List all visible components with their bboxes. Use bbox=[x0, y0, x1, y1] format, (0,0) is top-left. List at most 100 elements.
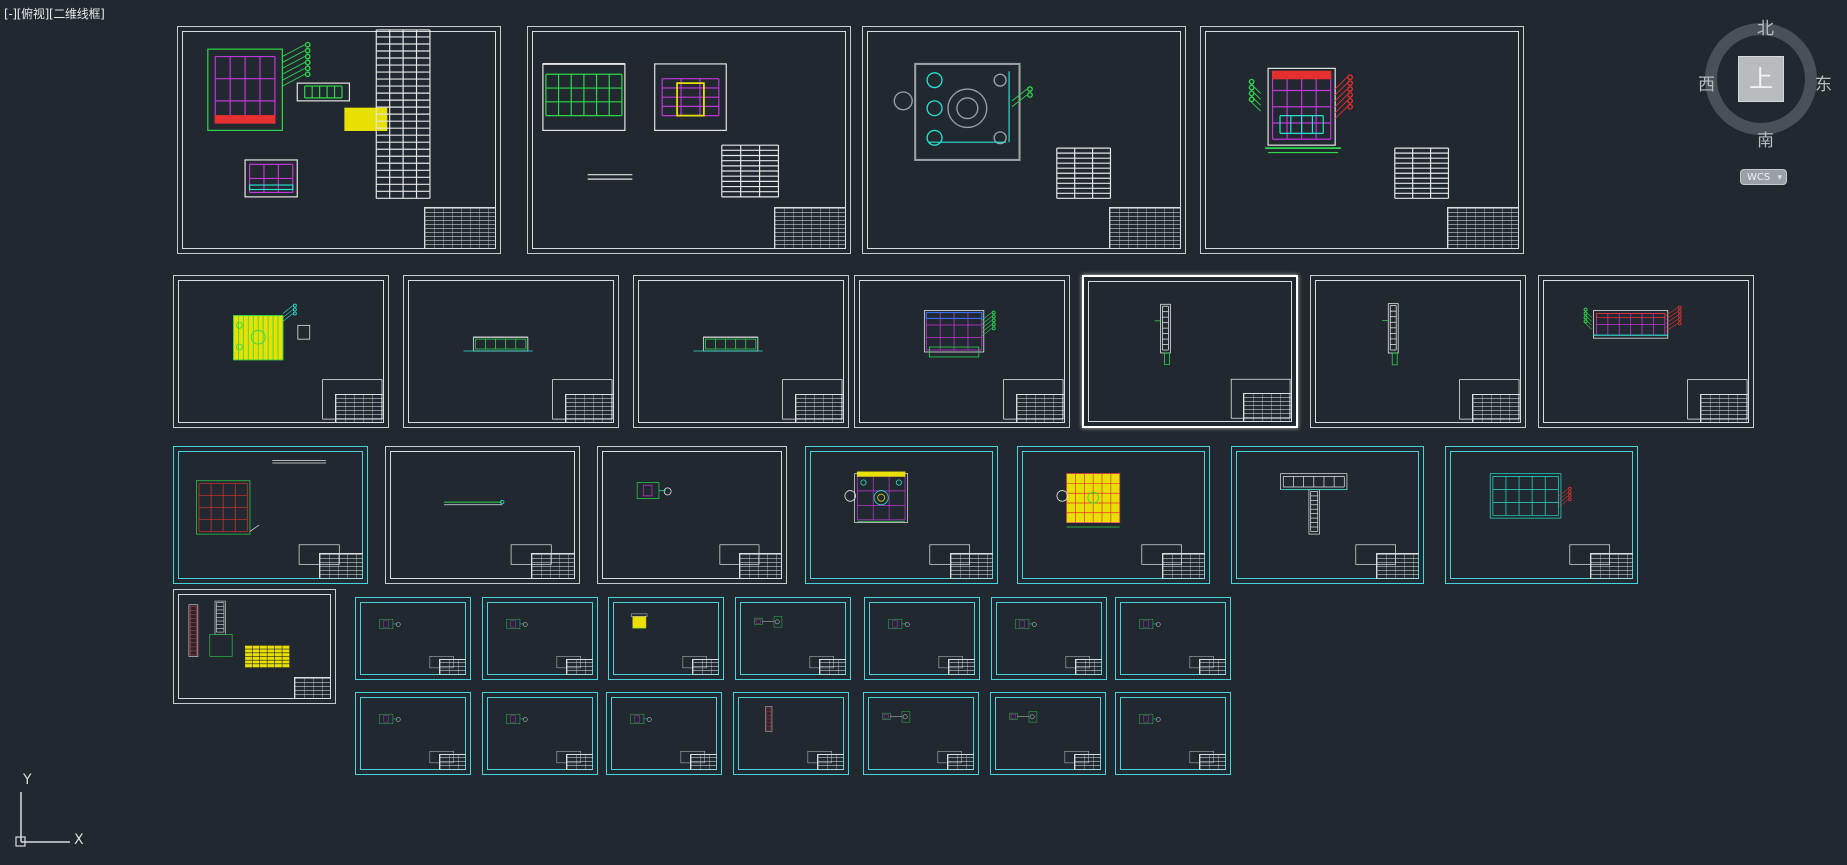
drawing-sheet-11[interactable] bbox=[1538, 275, 1754, 428]
drawing-sheet-14[interactable] bbox=[597, 446, 787, 584]
sheet-frame bbox=[1120, 602, 1226, 675]
drawing-sheet-22[interactable] bbox=[608, 597, 724, 680]
sheet-frame bbox=[810, 451, 993, 579]
sheet-frame bbox=[487, 602, 593, 675]
sheet-title-block bbox=[1447, 207, 1519, 249]
sheet-frame bbox=[1543, 280, 1749, 423]
drawing-sheet-4[interactable] bbox=[1200, 26, 1524, 254]
drawing-sheet-7[interactable] bbox=[633, 275, 849, 428]
drawing-sheet-28[interactable] bbox=[482, 692, 598, 775]
sheet-frame bbox=[390, 451, 575, 579]
sheet-title-block bbox=[795, 394, 844, 423]
sheet-frame bbox=[868, 697, 974, 770]
sheet-title-block bbox=[565, 394, 614, 423]
sheet-frame bbox=[602, 451, 782, 579]
sheet-frame bbox=[867, 31, 1181, 249]
sheet-title-block bbox=[319, 553, 363, 579]
sheet-frame bbox=[1315, 280, 1521, 423]
sheet-title-block bbox=[1472, 394, 1521, 423]
sheet-title-block bbox=[1016, 394, 1065, 423]
sheet-drawing-content bbox=[1539, 276, 1753, 427]
drawing-sheet-9[interactable] bbox=[1082, 275, 1298, 428]
ucs-icon: Y X bbox=[14, 772, 94, 850]
sheet-frame bbox=[182, 31, 496, 249]
sheet-frame bbox=[532, 31, 846, 249]
sheet-title-block bbox=[294, 677, 331, 699]
sheet-frame bbox=[1205, 31, 1519, 249]
drawing-sheet-6[interactable] bbox=[403, 275, 619, 428]
sheet-title-block bbox=[1700, 394, 1749, 423]
drawing-sheet-8[interactable] bbox=[854, 275, 1070, 428]
compass-north[interactable]: 北 bbox=[1757, 19, 1774, 39]
sheet-drawing-content bbox=[1446, 447, 1637, 583]
sheet-title-block bbox=[566, 659, 593, 675]
sheet-frame bbox=[178, 280, 384, 423]
drawing-sheet-5[interactable] bbox=[173, 275, 389, 428]
view-cube[interactable]: 上 北 南 东 西 bbox=[1698, 18, 1832, 158]
drawing-sheet-33[interactable] bbox=[1115, 692, 1231, 775]
drawing-sheet-12[interactable] bbox=[173, 446, 368, 584]
sheet-title-block bbox=[1590, 553, 1633, 579]
drawing-sheet-24[interactable] bbox=[864, 597, 980, 680]
drawing-sheet-2[interactable] bbox=[527, 26, 851, 254]
sheet-frame bbox=[178, 451, 363, 579]
sheet-frame bbox=[360, 602, 466, 675]
sheet-title-block bbox=[1075, 659, 1102, 675]
drawing-sheet-26[interactable] bbox=[1115, 597, 1231, 680]
sheet-title-block bbox=[439, 659, 466, 675]
sheet-frame bbox=[1120, 697, 1226, 770]
drawing-sheet-10[interactable] bbox=[1310, 275, 1526, 428]
drawing-sheet-15[interactable] bbox=[805, 446, 998, 584]
sheet-frame bbox=[611, 697, 717, 770]
sheet-drawing-content bbox=[528, 27, 850, 253]
drawing-sheet-18[interactable] bbox=[1445, 446, 1638, 584]
drawing-sheet-20[interactable] bbox=[355, 597, 471, 680]
sheet-title-block bbox=[1376, 553, 1419, 579]
sheet-title-block bbox=[950, 553, 993, 579]
sheet-title-block bbox=[335, 394, 384, 423]
sheet-frame bbox=[995, 697, 1101, 770]
sheet-title-block bbox=[774, 207, 846, 249]
sheet-title-block bbox=[531, 553, 575, 579]
sheet-title-block bbox=[690, 754, 717, 770]
drawing-sheet-30[interactable] bbox=[733, 692, 849, 775]
drawing-sheet-29[interactable] bbox=[606, 692, 722, 775]
drawing-sheet-3[interactable] bbox=[862, 26, 1186, 254]
sheet-title-block bbox=[439, 754, 466, 770]
compass-west[interactable]: 西 bbox=[1698, 75, 1715, 95]
drawing-sheet-13[interactable] bbox=[385, 446, 580, 584]
drawing-sheet-32[interactable] bbox=[990, 692, 1106, 775]
drawing-sheet-25[interactable] bbox=[991, 597, 1107, 680]
sheet-drawing-content bbox=[1201, 27, 1523, 253]
sheet-title-block bbox=[739, 553, 782, 579]
sheet-title-block bbox=[819, 659, 846, 675]
view-cube-top-face[interactable]: 上 bbox=[1738, 56, 1784, 102]
sheet-frame bbox=[1088, 281, 1292, 422]
compass-south[interactable]: 南 bbox=[1757, 131, 1774, 151]
chevron-down-icon: ▾ bbox=[1777, 173, 1782, 183]
sheet-frame bbox=[859, 280, 1065, 423]
drawing-sheet-21[interactable] bbox=[482, 597, 598, 680]
drawing-sheet-1[interactable] bbox=[177, 26, 501, 254]
drawing-sheet-31[interactable] bbox=[863, 692, 979, 775]
drawing-sheet-23[interactable] bbox=[735, 597, 851, 680]
drawing-sheet-19[interactable] bbox=[173, 589, 336, 704]
sheet-drawing-content bbox=[178, 27, 500, 253]
drawing-sheet-16[interactable] bbox=[1017, 446, 1210, 584]
drawing-sheet-17[interactable] bbox=[1231, 446, 1424, 584]
ucs-x-label: X bbox=[74, 832, 84, 848]
sheet-frame bbox=[738, 697, 844, 770]
compass-east[interactable]: 东 bbox=[1815, 75, 1832, 95]
sheet-title-block bbox=[1199, 754, 1226, 770]
sheet-title-block bbox=[1162, 553, 1205, 579]
sheet-frame bbox=[869, 602, 975, 675]
sheet-frame bbox=[360, 697, 466, 770]
viewport-controls-label[interactable]: [-][俯视][二维线框] bbox=[4, 7, 105, 21]
sheet-frame bbox=[638, 280, 844, 423]
sheet-frame bbox=[178, 594, 331, 699]
sheet-drawing-content bbox=[1232, 447, 1423, 583]
wcs-menu-button[interactable]: WCS ▾ bbox=[1740, 169, 1787, 185]
drawing-sheet-27[interactable] bbox=[355, 692, 471, 775]
sheet-frame bbox=[613, 602, 719, 675]
sheet-drawing-content bbox=[806, 447, 997, 583]
